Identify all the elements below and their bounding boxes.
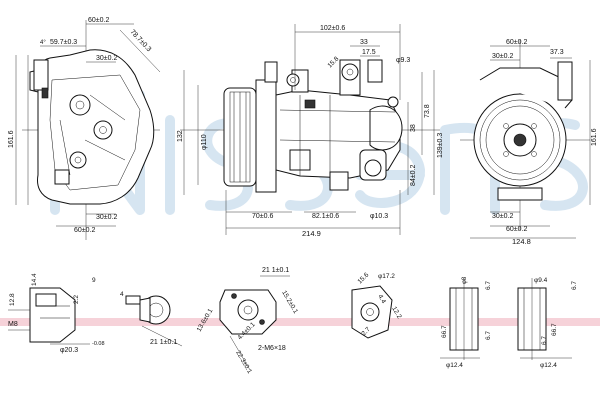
detail6-b: 6.7 <box>571 281 578 290</box>
detail2-a: 21 1±0.1 <box>150 339 177 346</box>
detail1-a: 14.4 <box>31 273 38 286</box>
side-d82-1: 82.1±0.6 <box>312 213 339 220</box>
detail3-a: 21 1±0.1 <box>262 267 289 274</box>
side-d33: 33 <box>360 39 368 46</box>
front-upper-inner: 30±0.2 <box>96 55 117 62</box>
detail3-c: 15.2±0.1 <box>280 290 299 316</box>
side-d17-5: 17.5 <box>362 49 376 56</box>
front-bottom-width: 60±0.2 <box>74 227 95 234</box>
detail5-e: φ12.4 <box>446 362 463 369</box>
detail3-e: 22.3±0.1 <box>234 350 253 376</box>
rear-upper-inner: 30±0.2 <box>492 53 513 60</box>
detail5-d: 66.7 <box>441 325 448 338</box>
detail6-a: φ9.4 <box>534 277 548 284</box>
side-dia110: φ110 <box>201 134 208 150</box>
detail2-b: 4 <box>120 291 124 298</box>
side-overall: 214.9 <box>302 229 321 238</box>
side-view: 102±0.6 33 17.5 φ9.3 15.8 38 73.8 84±0.2… <box>177 24 444 238</box>
detail4-b: 15.6 <box>356 271 370 285</box>
side-d139: 139±0.3 <box>437 133 444 158</box>
front-top-width: 60±0.2 <box>88 17 109 24</box>
side-dia9-3: φ9.3 <box>396 57 410 64</box>
rear-d37-3: 37.3 <box>550 49 564 56</box>
detail6-c: 6.7 <box>541 336 548 345</box>
detail5-b: 6.7 <box>485 281 492 290</box>
front-lower-inner: 30±0.2 <box>96 214 117 221</box>
side-d132: 132 <box>177 130 184 142</box>
rear-view: 60±0.2 37.3 30±0.2 161.6 30±0.2 60±0.2 1… <box>460 39 598 246</box>
detail6-d: 66.7 <box>551 323 558 336</box>
front-view: 60±0.2 59.7±0.3 4° 30±0.2 78.7±0.3 161.6… <box>8 17 161 240</box>
detail4-a: φ17.2 <box>378 273 395 280</box>
detail1-b: 12.8 <box>9 293 16 306</box>
detail5-a: φ8 <box>462 276 468 284</box>
rear-bottom-width: 60±0.2 <box>506 226 527 233</box>
rear-overall-width: 124.8 <box>512 237 531 246</box>
side-d38: 38 <box>410 124 417 132</box>
detail4-e: 2.7 <box>360 326 372 338</box>
detail1-m8: M8 <box>8 321 18 328</box>
detail4-c: 4.4 <box>376 294 387 306</box>
front-height: 161.6 <box>8 130 15 148</box>
side-d73-8: 73.8 <box>424 104 431 118</box>
side-d70: 70±0.6 <box>252 213 273 220</box>
side-d15-8: 15.8 <box>326 55 340 69</box>
detail-2: 4 21 1±0.1 <box>120 291 183 347</box>
side-top-span: 102±0.6 <box>320 25 345 32</box>
rear-top-width: 60±0.2 <box>506 39 527 46</box>
front-diag: 78.7±0.3 <box>129 29 153 54</box>
detail-1: M8 12.8 14.4 2.2 9 φ20.3 -0.08 <box>8 273 105 354</box>
detail5-c: 6.7 <box>485 331 492 340</box>
detail6-e: φ12.4 <box>540 362 557 369</box>
side-d84: 84±0.2 <box>410 165 417 186</box>
rear-height: 161.6 <box>591 128 598 146</box>
detail-5: φ8 6.7 6.7 66.7 φ12.4 <box>440 276 492 369</box>
detail-4: 15.6 φ17.2 4.4 12.2 2.7 <box>351 271 403 339</box>
detail-6: φ9.4 6.7 6.7 66.7 φ12.4 <box>517 277 578 369</box>
side-dia10-3: φ10.3 <box>370 213 388 220</box>
front-offset: 59.7±0.3 <box>50 39 77 46</box>
detail1-f: 9 <box>92 277 96 284</box>
detail3-f: 2-M6×18 <box>258 345 286 352</box>
detail1-e: 2.2 <box>73 295 80 304</box>
detail1-tol: -0.08 <box>92 341 105 347</box>
front-angle: 4° <box>40 40 46 46</box>
rear-lower-inner: 30±0.2 <box>492 213 513 220</box>
detail1-dia: φ20.3 <box>60 347 78 354</box>
